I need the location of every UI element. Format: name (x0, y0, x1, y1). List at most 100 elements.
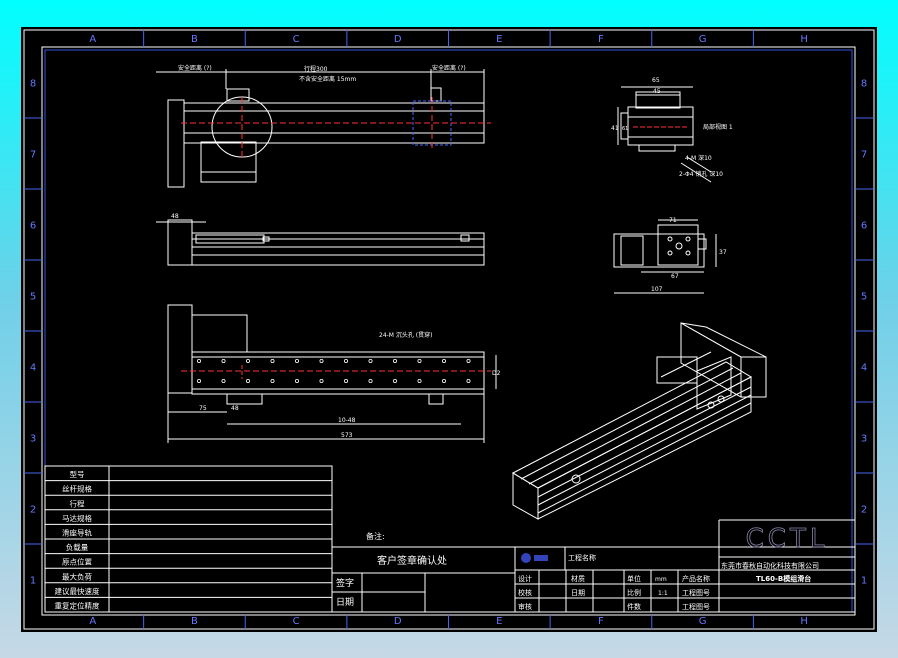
mount-hole (392, 358, 397, 363)
grid-col-label: D (394, 616, 402, 627)
top-dim-travel: 行程300 (304, 65, 328, 73)
mount-hole (441, 378, 446, 383)
spec-table-lines (45, 480, 332, 598)
grid-col-label: E (496, 616, 502, 627)
end-view-label: 局部视图 1 (703, 123, 733, 131)
grid-ticks (24, 30, 874, 629)
side-view (156, 219, 485, 266)
spec-row-label: 丝杆规格 (62, 484, 92, 494)
grid-row-label: 3 (861, 434, 867, 445)
spec-row-label: 滑座导轨 (62, 528, 92, 538)
end-view-top (617, 86, 712, 183)
mount-hole (343, 378, 348, 383)
title-block (514, 519, 856, 613)
inner-frame (41, 46, 856, 616)
end-dim-top: 65 (652, 77, 660, 84)
grid-row-label: 8 (861, 79, 867, 90)
isometric-view (511, 322, 767, 520)
mounting-holes (196, 358, 471, 383)
drawing-no-label: 工程图号 (682, 588, 710, 597)
mount-hole (270, 378, 275, 383)
mount-hole (466, 358, 471, 363)
mount-hole (196, 358, 201, 363)
mount-hole (221, 358, 226, 363)
spec-row-label: 马达规格 (62, 513, 92, 523)
grid-col-label: G (699, 34, 707, 45)
project-no-label: 工程图号 (682, 602, 710, 611)
spec-row-label: 原点位置 (62, 557, 92, 567)
mount-hole (270, 358, 275, 363)
spec-row-label: 型号 (70, 470, 85, 479)
product-name-label: 产品名称 (682, 574, 710, 583)
bottom-dim-left: 75 (199, 405, 207, 412)
end-hole-note1: 4-M 深10 (685, 154, 712, 162)
mount-hole (294, 378, 299, 383)
grid-row-label: 7 (861, 150, 867, 161)
material-label: 材质 (571, 574, 585, 583)
mount-hole (343, 358, 348, 363)
qty-label: 件数 (627, 602, 641, 611)
grid-row-label: 2 (30, 505, 36, 516)
grid-row-label: 5 (861, 292, 867, 303)
mount-hole (466, 378, 471, 383)
tb-date-label: 日期 (571, 589, 585, 597)
grid-row-label: 2 (861, 505, 867, 516)
mount-hole (368, 358, 373, 363)
end2-dim-inner: 67 (671, 273, 679, 280)
bottom-hole-note: 24-M 沉头孔 (贯穿) (379, 331, 432, 339)
date-label: 日期 (336, 597, 354, 608)
unit-value: mm (655, 576, 667, 583)
grid-col-label: G (699, 616, 707, 627)
top-dim-right: 安全距离 (?) (432, 64, 466, 72)
mount-hole (319, 378, 324, 383)
grid-row-label: 4 (861, 363, 867, 374)
grid-col-label: C (293, 34, 300, 45)
product-name: TL60-B模组滑台 (756, 574, 811, 583)
top-view (156, 69, 491, 188)
border-line (44, 49, 853, 613)
logo-mark-icon (521, 553, 531, 563)
mount-hole (441, 358, 446, 363)
mount-hole (319, 358, 324, 363)
end2-dim-top: 71 (669, 217, 677, 224)
mount-hole (417, 378, 422, 383)
grid-col-label: A (89, 34, 96, 45)
grid-row-label: 5 (30, 292, 36, 303)
grid-row-label: 4 (30, 363, 36, 374)
grid-row-label: 3 (30, 434, 36, 445)
grid-col-label: H (800, 34, 808, 45)
grid-col-label: D (394, 34, 402, 45)
end-hole-note2: 2-Φ4 销孔 深10 (679, 170, 723, 178)
grid-col-label: A (89, 616, 96, 627)
grid-col-label: B (191, 616, 198, 627)
scale-value: 1:1 (658, 590, 668, 597)
end2-dim-side: 37 (719, 249, 727, 256)
spec-row-label: 负载量 (66, 542, 89, 552)
side-dim-left: 48 (171, 213, 179, 220)
company-name: 东莞市春秋自动化科技有限公司 (721, 561, 819, 570)
spec-row-label: 重复定位精度 (55, 601, 100, 611)
end-dim-height: 41 (611, 125, 619, 132)
mount-hole (294, 358, 299, 363)
bottom-dim-total: 573 (341, 432, 353, 439)
mount-hole (196, 378, 201, 383)
mount-hole (417, 358, 422, 363)
grid-col-label: F (598, 34, 604, 45)
grid-col-label: E (496, 34, 502, 45)
check-label: 校核 (518, 588, 532, 597)
grid-col-label: C (293, 616, 300, 627)
spec-row-label: 最大负荷 (62, 571, 92, 581)
bottom-dim-inner: 10-48 (338, 417, 356, 424)
grid-row-label: 6 (30, 221, 36, 232)
end2-dim-total: 107 (651, 286, 663, 293)
bottom-dim-height: D2 (492, 370, 501, 377)
top-dim-note: 不含安全距离 15mm (299, 75, 356, 83)
mount-hole (245, 378, 250, 383)
bottom-view (167, 304, 497, 443)
grid-row-label: 7 (30, 150, 36, 161)
top-dim-left: 安全距离 (?) (178, 64, 212, 72)
bottom-dim-mid: 48 (231, 405, 239, 412)
